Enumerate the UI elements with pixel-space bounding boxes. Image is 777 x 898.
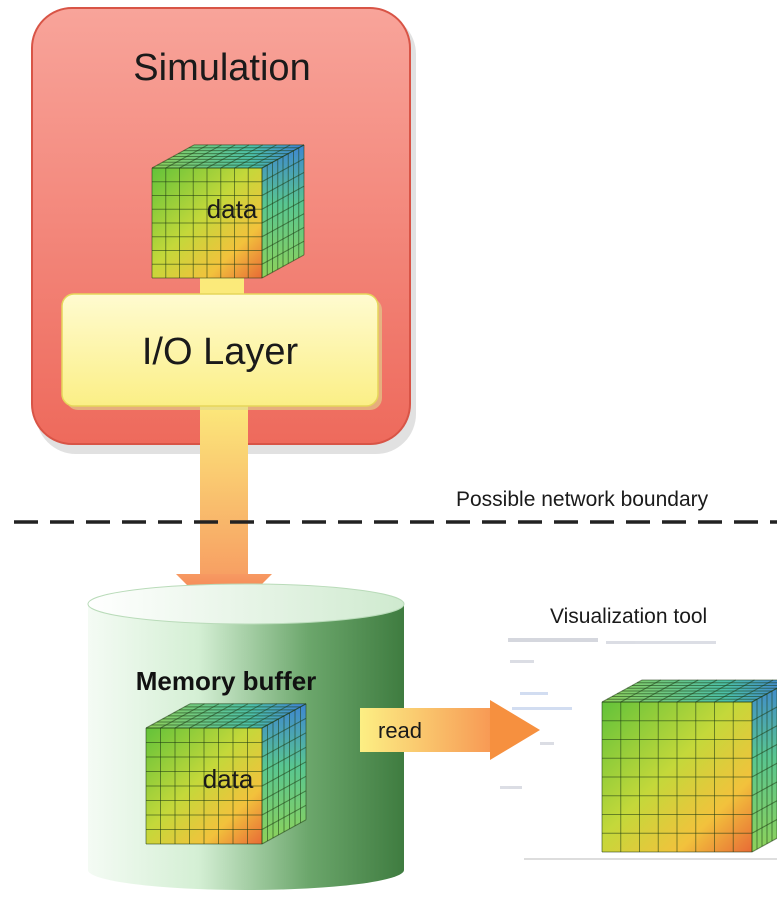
simulation-data-label: data bbox=[207, 194, 258, 224]
read-label: read bbox=[378, 718, 422, 743]
visualization-tool-panel: Visualization tool bbox=[500, 605, 777, 860]
memory-data-cube bbox=[145, 703, 307, 845]
visualization-data-cube bbox=[601, 679, 777, 853]
simulation-title: Simulation bbox=[133, 47, 310, 89]
io-layer-box: I/O Layer bbox=[61, 293, 382, 410]
memory-data-label: data bbox=[203, 764, 254, 794]
network-boundary-label: Possible network boundary bbox=[456, 488, 709, 511]
memory-buffer-label: Memory buffer bbox=[136, 666, 317, 696]
simulation-data-cube bbox=[151, 144, 305, 279]
read-arrow: read bbox=[360, 700, 540, 760]
faded-ui-background bbox=[500, 638, 777, 860]
visualization-tool-label: Visualization tool bbox=[550, 605, 707, 628]
io-layer-label: I/O Layer bbox=[142, 331, 299, 373]
